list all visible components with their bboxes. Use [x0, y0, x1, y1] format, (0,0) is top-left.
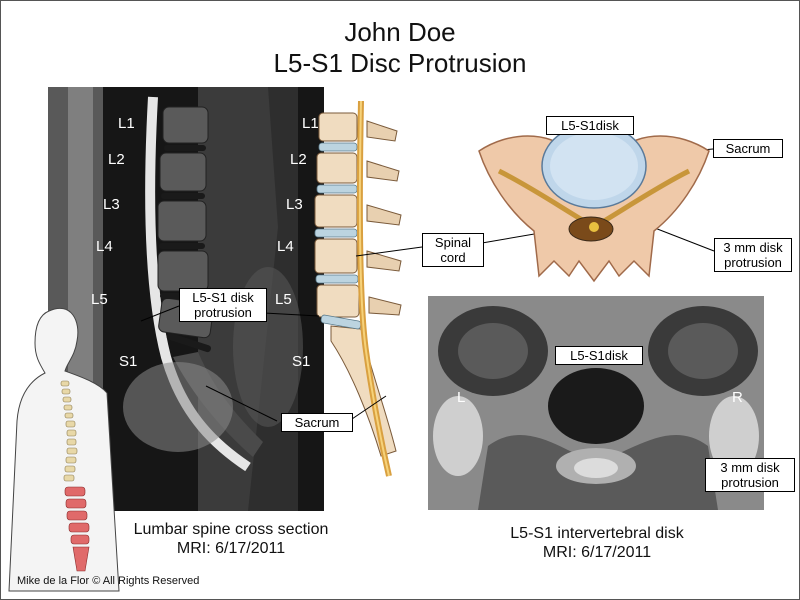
illustration-label-l4: L4 [277, 238, 294, 255]
illustration-label-l1: L1 [302, 115, 319, 132]
spine-illustration [314, 100, 402, 477]
callout-sacrum-sagittal: Sacrum [281, 413, 353, 432]
callout-text-line2: protrusion [724, 255, 782, 270]
callout-3mm-protrusion-illustration: 3 mm disk protrusion [714, 238, 792, 272]
caption-line2: MRI: 6/17/2011 [176, 540, 286, 557]
sacrum-illustration [478, 123, 710, 283]
caption-sagittal: Lumbar spine cross section MRI: 6/17/201… [101, 520, 361, 558]
callout-text-line2: cord [440, 250, 466, 265]
caption-line1: Lumbar spine cross section [133, 521, 329, 538]
sagittal-label-l4: L4 [96, 238, 113, 255]
illustration-label-s1: S1 [292, 353, 311, 370]
axial-label-right: R [732, 389, 743, 406]
callout-text-line2: protrusion [194, 305, 252, 320]
sagittal-label-l1: L1 [118, 115, 135, 132]
illustration-label-l5: L5 [275, 291, 292, 308]
callout-sacrum-illustration: Sacrum [713, 139, 783, 158]
callout-3mm-protrusion-axial: 3 mm disk protrusion [705, 458, 795, 492]
caption-line1: L5-S1 intervertebral disk [510, 525, 684, 542]
callout-text-line1: Spinal [434, 235, 472, 250]
title-patient-name: John Doe [344, 17, 456, 47]
callout-l5-s1-disk-axial: L5-S1disk [555, 346, 643, 365]
callout-l5-s1-disk-protrusion: L5-S1 disk protrusion [179, 288, 267, 322]
illustration-label-l3: L3 [286, 196, 303, 213]
caption-line2: MRI: 6/17/2011 [542, 544, 652, 561]
human-figure-illustration [8, 307, 120, 592]
callout-spinal-cord: Spinal cord [422, 233, 484, 267]
title-diagnosis: L5-S1 Disc Protrusion [273, 48, 527, 78]
callout-text-line1: 3 mm disk [720, 460, 780, 475]
callout-text-line1: 3 mm disk [723, 240, 783, 255]
copyright-credit: Mike de la Flor © All Rights Reserved [17, 575, 200, 587]
sagittal-label-l5: L5 [91, 291, 108, 308]
illustration-label-l2: L2 [290, 151, 307, 168]
callout-text-line2: protrusion [721, 475, 779, 490]
caption-axial: L5-S1 intervertebral disk MRI: 6/17/2011 [467, 524, 727, 562]
page-title: John Doe L5-S1 Disc Protrusion [1, 17, 799, 79]
sagittal-label-l2: L2 [108, 151, 125, 168]
axial-label-left: L [457, 389, 466, 406]
sagittal-label-s1: S1 [119, 353, 138, 370]
callout-text-line1: L5-S1 disk [192, 290, 254, 305]
callout-l5-s1-disk-illustration: L5-S1disk [546, 116, 634, 135]
sagittal-label-l3: L3 [103, 196, 120, 213]
